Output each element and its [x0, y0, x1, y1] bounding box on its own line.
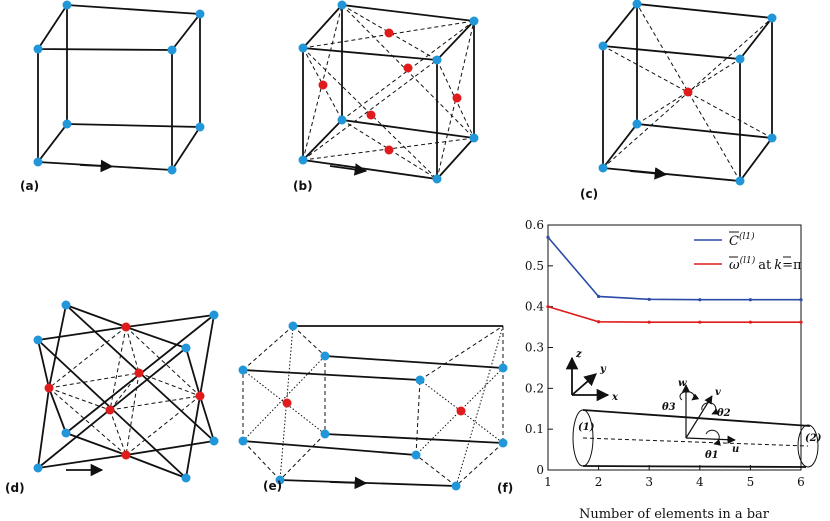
axis-z-label: z	[575, 349, 582, 360]
series-omega-bar-point	[597, 320, 601, 324]
axis-x-label: x	[611, 392, 619, 403]
panel-d-corner-nodes	[33, 300, 219, 483]
y-tick-label: 0.3	[525, 341, 544, 355]
legend-w-main: ω	[729, 258, 740, 273]
x-axis-ticks: 1 2 3 4 5 6	[544, 465, 805, 489]
series-omega-bar-point	[799, 320, 803, 324]
series-omega-bar-point	[748, 320, 753, 324]
chart-series	[546, 235, 803, 324]
y-tick-label: 0.4	[525, 300, 544, 314]
axis-y-label: y	[599, 364, 607, 375]
panel-e-lattice: (e)	[238, 321, 508, 493]
series-c-bar-line	[547, 236, 801, 301]
series-omega-bar-point	[546, 305, 550, 309]
panel-a-cube: (a)	[20, 0, 205, 193]
panel-b-corner-nodes	[298, 0, 479, 184]
y-tick-label: 0	[536, 463, 544, 477]
dof-theta3-label: θ3	[662, 402, 676, 413]
legend-w-sup: (l1)	[740, 255, 756, 266]
series-c-bar-point	[546, 235, 550, 239]
x-tick-label: 5	[747, 475, 755, 489]
dof-v-label: v	[715, 387, 721, 398]
bar-end-left-label: (1)	[578, 422, 595, 433]
x-tick-label: 4	[696, 475, 704, 489]
x-axis-label: Number of elements in a bar	[579, 507, 770, 521]
legend-w-at: at	[758, 258, 772, 273]
x-tick-label: 2	[595, 475, 603, 489]
dof-theta1-label: θ1	[705, 450, 719, 461]
series-omega-bar-line	[547, 305, 801, 323]
y-tick-label: 0.1	[525, 422, 544, 436]
panel-b-label: (b)	[293, 179, 313, 193]
panel-e-center-nodes	[282, 398, 466, 416]
panel-c-corner-nodes	[598, 0, 777, 186]
panel-e-corner-nodes	[238, 321, 508, 491]
panel-c-body-center-node	[683, 87, 693, 97]
series-c-bar-point	[647, 297, 651, 301]
series-omega-bar-point	[698, 320, 702, 324]
panel-d-lattice: (d)	[5, 300, 219, 495]
series-c-bar-point	[748, 298, 753, 302]
x-tick-label: 3	[645, 475, 653, 489]
panel-d-label: (d)	[5, 481, 25, 495]
series-omega-bar-point	[647, 320, 651, 324]
panel-b-cube: (b)	[293, 0, 479, 193]
panel-a-corner-nodes	[33, 0, 205, 175]
dof-w-label: w	[678, 378, 687, 389]
legend-label-c: C(l1)	[729, 231, 755, 249]
series-c-bar-point	[698, 298, 702, 302]
panel-e-label: (e)	[263, 479, 282, 493]
legend-c-sup: (l1)	[739, 231, 755, 242]
y-tick-label: 0.5	[525, 259, 544, 273]
legend-w-k: k	[774, 258, 782, 273]
y-axis-ticks: 0 0.1 0.2 0.3 0.4 0.5 0.6	[525, 218, 553, 477]
legend-w-eq: =π	[782, 258, 802, 273]
panel-f-label: (f)	[497, 481, 513, 495]
legend-c-main: C	[729, 234, 739, 249]
series-c-bar-point	[597, 294, 601, 299]
panel-a-label: (a)	[20, 179, 39, 193]
dof-u-label: u	[732, 444, 739, 455]
x-tick-label: 1	[544, 475, 552, 489]
y-tick-label: 0.6	[525, 218, 544, 232]
dof-theta2-label: θ2	[717, 408, 731, 419]
x-tick-label: 6	[797, 475, 805, 489]
panel-c-cube: (c)	[580, 0, 777, 201]
y-tick-label: 0.2	[525, 381, 544, 395]
panel-c-label: (c)	[580, 187, 598, 201]
series-c-bar-point	[799, 298, 803, 302]
panel-b-face-center-nodes	[318, 28, 462, 155]
panel-d-center-nodes	[44, 322, 205, 460]
bar-end-right-label: (2)	[805, 433, 822, 444]
bar-dof-inset: z y x (1) (2) w v u θ3 θ2 θ1	[565, 349, 822, 468]
panel-f-chart: 0 0.1 0.2 0.3 0.4 0.5 0.6 1 2 3 4 5 6 Number of ele…	[497, 218, 822, 521]
